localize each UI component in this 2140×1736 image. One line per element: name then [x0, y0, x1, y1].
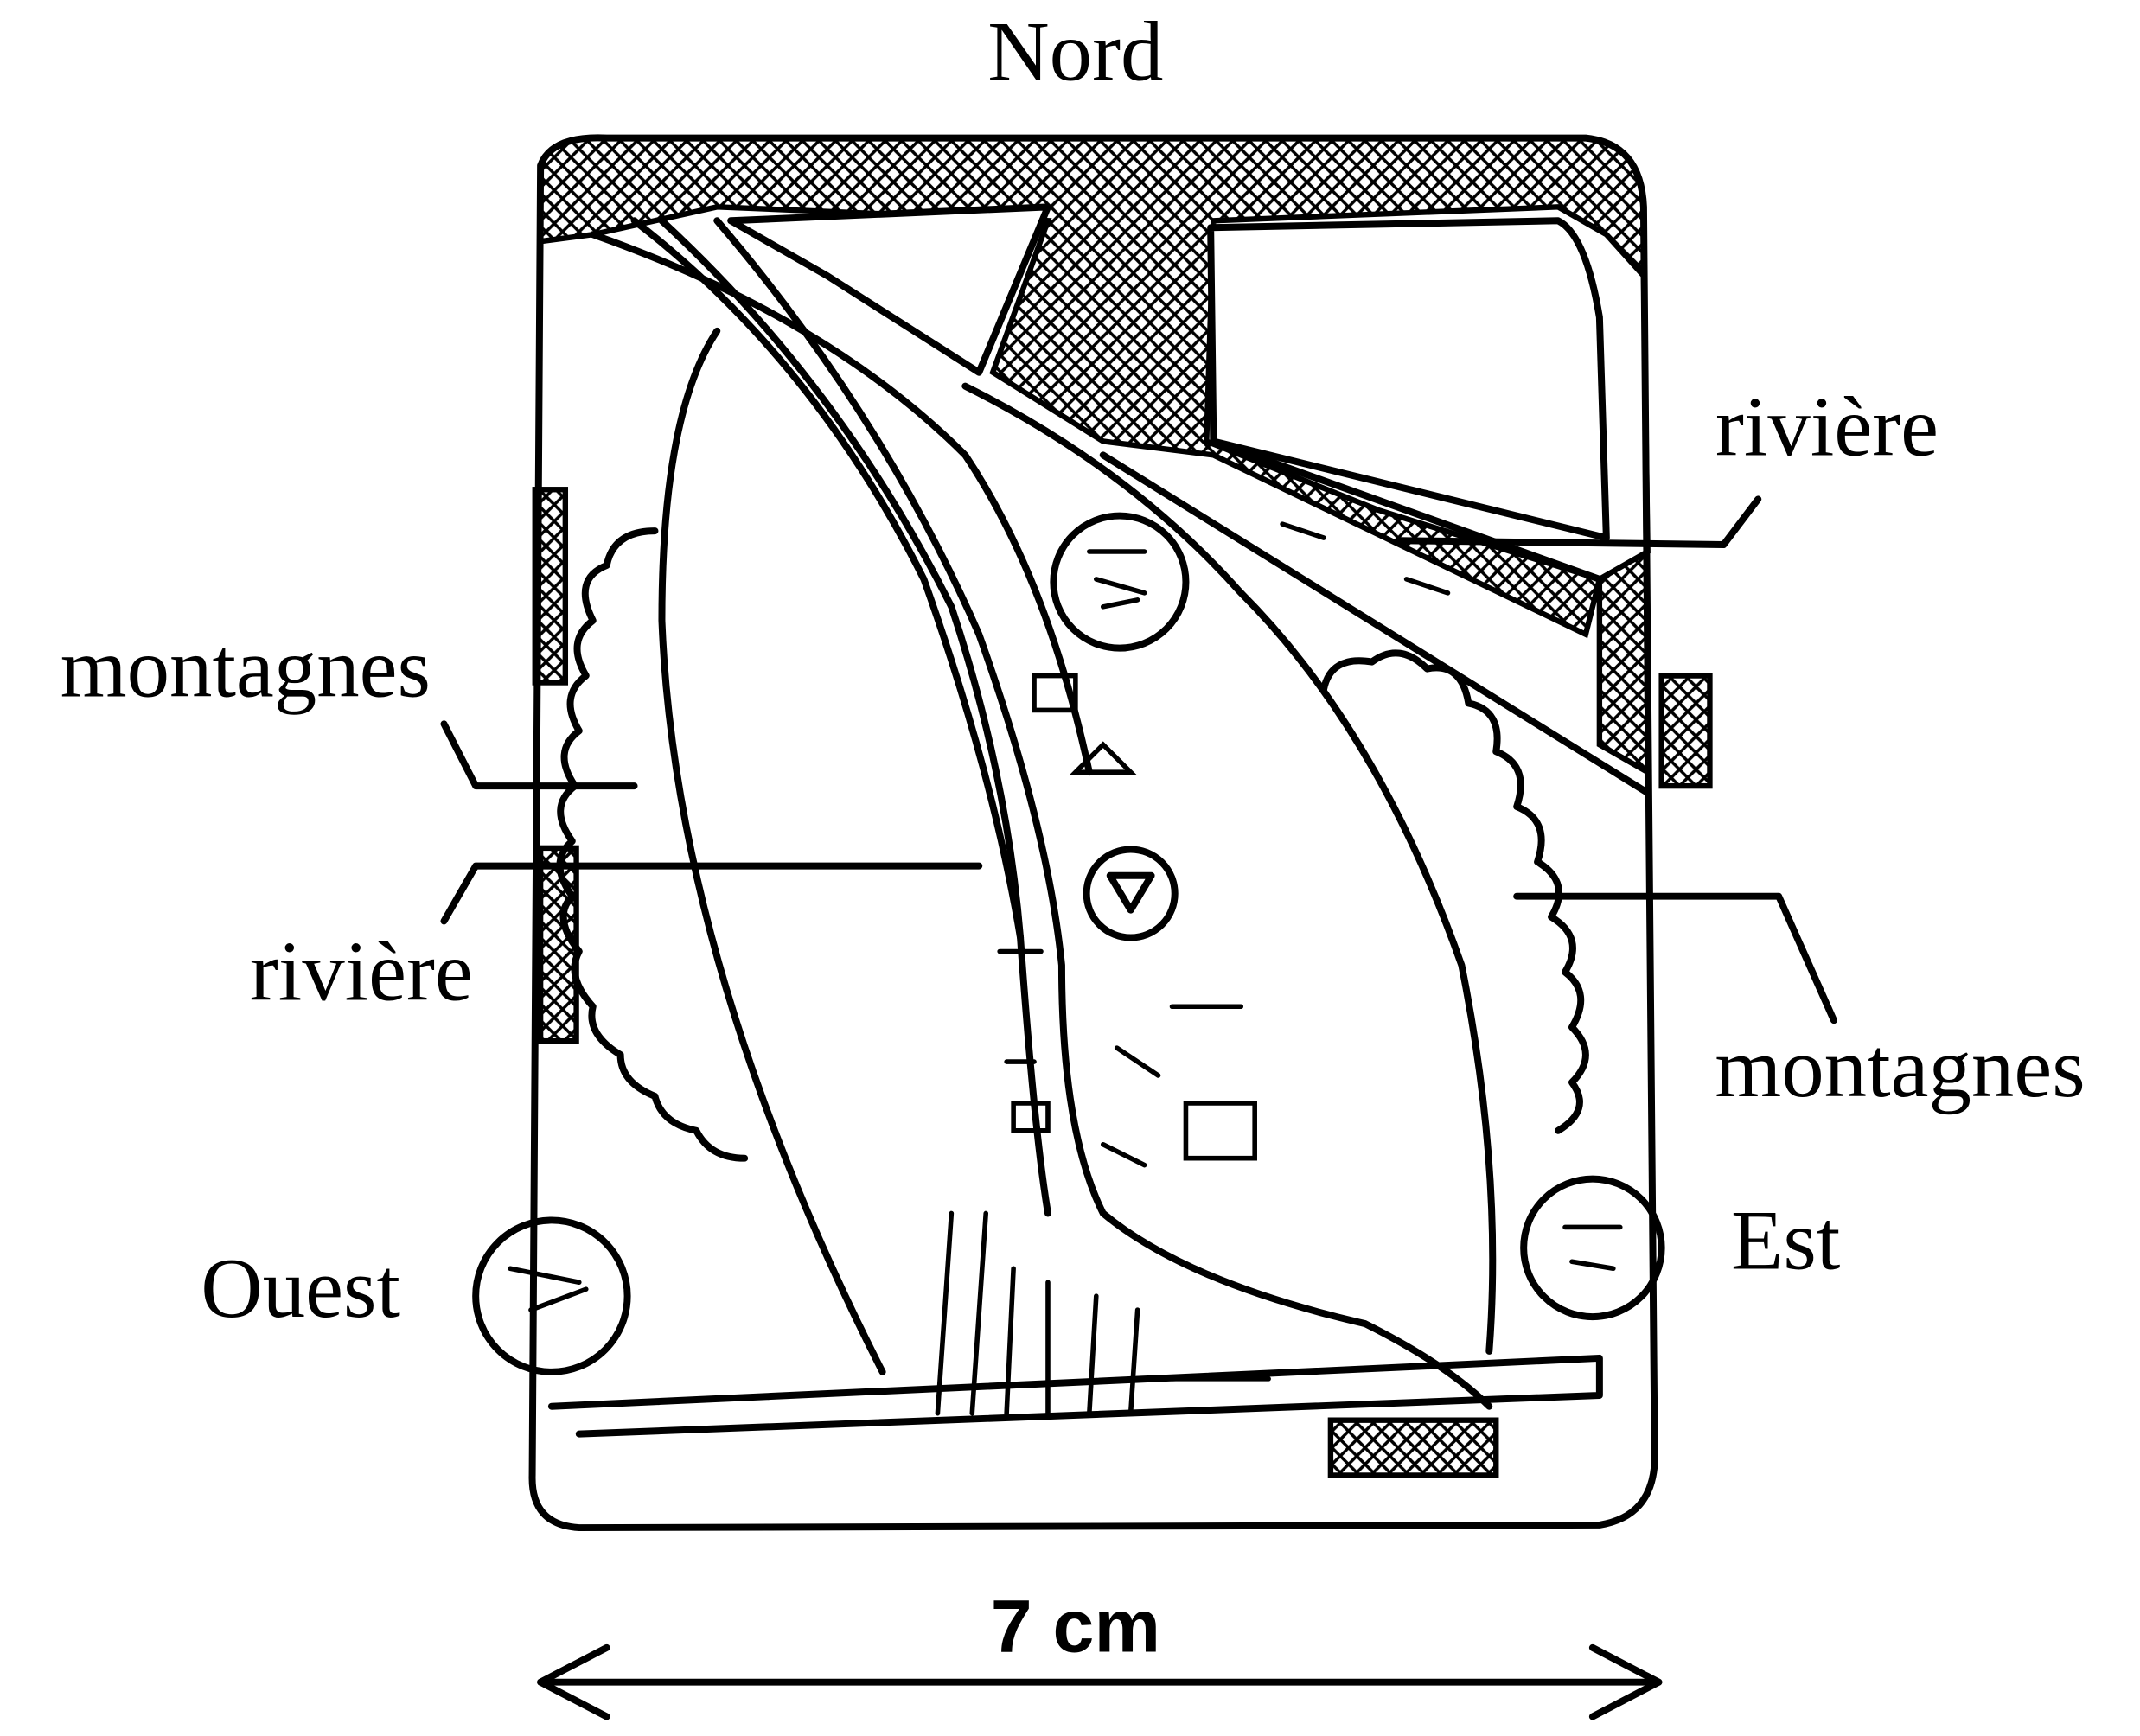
pointer-lines — [440, 495, 1837, 1024]
rivers — [547, 217, 1651, 1438]
west-label: Ouest — [201, 1241, 400, 1336]
west-city — [472, 1216, 631, 1375]
mountains-left-label: montagnes — [61, 621, 431, 715]
north-mountain-band — [537, 135, 1651, 777]
mountains-right-label: montagnes — [1715, 1021, 2085, 1115]
scale-arrow — [537, 1643, 1663, 1720]
river-right-label: rivière — [1715, 380, 1939, 474]
cities — [472, 512, 1665, 1382]
mountains-right-scallops — [1319, 649, 1589, 1134]
north-label: Nord — [987, 5, 1163, 99]
tablet-outline — [528, 134, 1658, 1532]
scale-label: 7 cm — [991, 1586, 1160, 1669]
east-label: Est — [1731, 1193, 1840, 1287]
mountains-left-scallops — [556, 527, 749, 1162]
river-left-label: rivière — [250, 924, 473, 1018]
side-hatches — [532, 487, 1713, 1478]
east-city — [1520, 1175, 1665, 1321]
